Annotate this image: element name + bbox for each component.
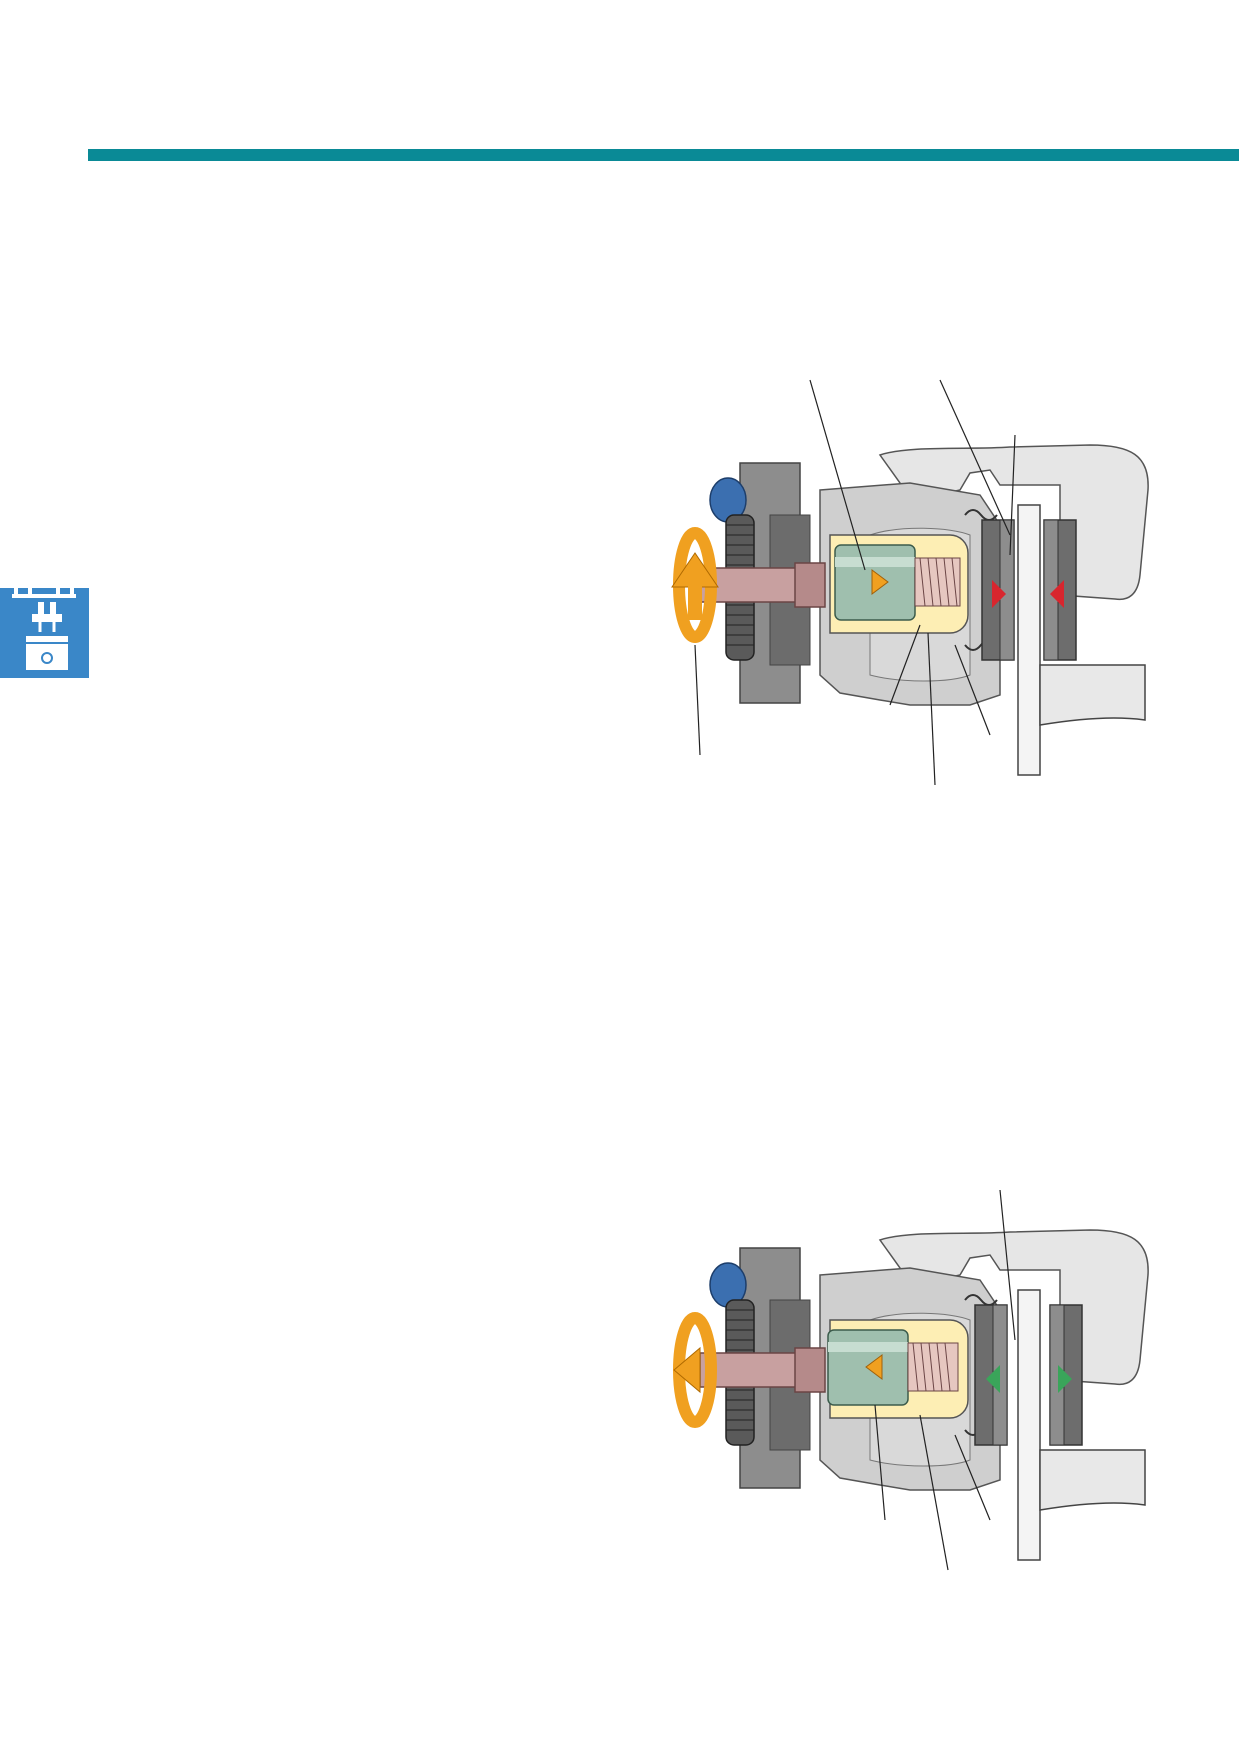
- release-arrow-icon: [986, 1365, 1000, 1393]
- spindle-thread: [914, 557, 961, 607]
- piston-motion-arrow-icon: [871, 569, 889, 595]
- piston-motion-arrow-icon: [865, 1354, 883, 1380]
- drive-shaft: [699, 1347, 826, 1393]
- release-arrow-icon: [1058, 1365, 1072, 1393]
- caliper-diagram-apply: [670, 375, 1180, 795]
- section-tab[interactable]: [0, 588, 89, 678]
- spindle-thread: [907, 1342, 959, 1392]
- brake-pads: [974, 1304, 1083, 1446]
- engine-piston-icon: [0, 588, 89, 678]
- header-rule: [88, 149, 1239, 161]
- brake-disc: [1017, 1289, 1146, 1561]
- callout-lines: [694, 379, 1016, 786]
- drive-shaft: [699, 562, 826, 608]
- apply-arrow-icon: [992, 580, 1006, 608]
- brake-piston: [834, 544, 916, 621]
- rotation-arrow-icon: [671, 527, 719, 643]
- apply-arrow-icon: [1050, 580, 1064, 608]
- brake-piston: [827, 1329, 909, 1406]
- callout-lines: [874, 1189, 1016, 1571]
- brake-disc: [1017, 504, 1146, 776]
- caliper-diagram-release: [670, 1189, 1180, 1575]
- rotation-arrow-icon: [673, 1312, 717, 1428]
- brake-pads: [981, 519, 1077, 661]
